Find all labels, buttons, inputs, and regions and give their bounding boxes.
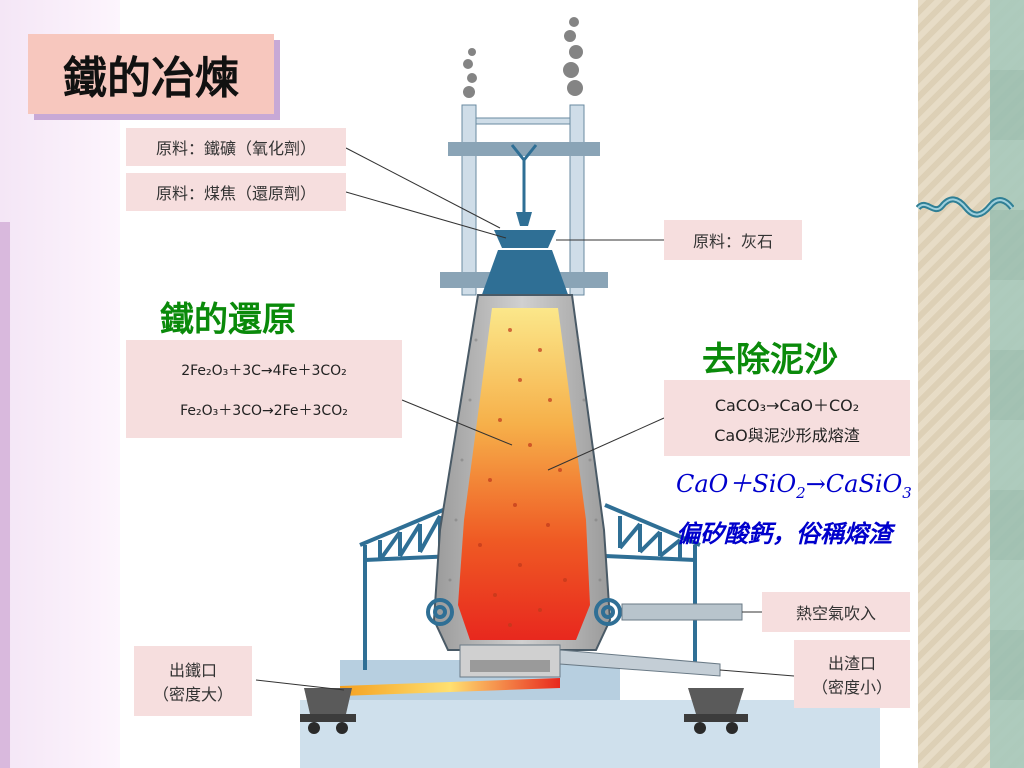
smoke-icon <box>463 17 583 98</box>
reduction-heading: 鐵的還原 <box>160 300 296 340</box>
left-decor-panel <box>0 0 120 768</box>
reduction-eq1: 2Fe₂O₃＋3C→4Fe＋3CO₂ <box>181 363 347 379</box>
sand-removal-equations: CaCO₃→CaO＋CO₂ CaO與泥沙形成熔渣 <box>664 380 910 456</box>
limestone-label: 原料：灰石 <box>664 220 802 260</box>
tuyere-rings <box>426 598 622 626</box>
building-frame <box>359 503 701 670</box>
reduction-eq2: Fe₂O₃＋3CO→2Fe＋3CO₂ <box>180 403 348 419</box>
sand-removal-heading: 去除泥沙 <box>702 340 838 380</box>
slag-eq-sub-a: 2 <box>796 483 806 502</box>
ore-label: 原料：鐵礦（氧化劑） <box>126 128 346 166</box>
iron-outlet-label-line1: 出鐵口 <box>168 661 217 680</box>
title-box: 鐵的冶煉 <box>28 34 274 114</box>
coke-label-text: 原料：煤焦（還原劑） <box>155 184 316 203</box>
slag-outlet-label-line2: （密度小） <box>811 678 892 697</box>
iron-outlet-label-line2: （密度大） <box>152 685 233 704</box>
ore-label-text: 原料：鐵礦（氧化劑） <box>155 139 316 158</box>
slag-eq-part-b: →CaSiO <box>805 470 903 498</box>
limestone-label-text: 原料：灰石 <box>692 232 773 251</box>
slag-equation: CaO＋SiO2→CaSiO3 <box>676 464 912 502</box>
left-decor-bar <box>0 222 10 768</box>
wave-decor-icon <box>916 196 1014 218</box>
slag-description: 偏矽酸鈣，俗稱熔渣 <box>676 519 892 548</box>
slag-eq-sub-b: 3 <box>902 483 912 502</box>
page-title: 鐵的冶煉 <box>63 53 239 104</box>
sand-removal-eq2: CaO與泥沙形成熔渣 <box>714 426 860 445</box>
slag-outlet-label: 出渣口 （密度小） <box>794 640 910 708</box>
blast-furnace-diagram <box>255 17 880 768</box>
iron-outlet-label: 出鐵口 （密度大） <box>134 646 252 716</box>
slag-outlet-label-line1: 出渣口 <box>827 654 876 673</box>
slag-cart-icon <box>684 688 748 734</box>
right-decor-strip <box>990 0 1024 768</box>
hot-air-label: 熱空氣吹入 <box>762 592 910 632</box>
coke-label: 原料：煤焦（還原劑） <box>126 173 346 211</box>
iron-cart-icon <box>300 688 356 734</box>
slag-eq-part-a: CaO＋SiO <box>676 470 797 498</box>
hot-air-label-text: 熱空氣吹入 <box>795 604 876 623</box>
sand-removal-eq1: CaCO₃→CaO＋CO₂ <box>714 396 860 415</box>
reduction-equations: 2Fe₂O₃＋3C→4Fe＋3CO₂ Fe₂O₃＋3CO→2Fe＋3CO₂ <box>126 340 402 438</box>
